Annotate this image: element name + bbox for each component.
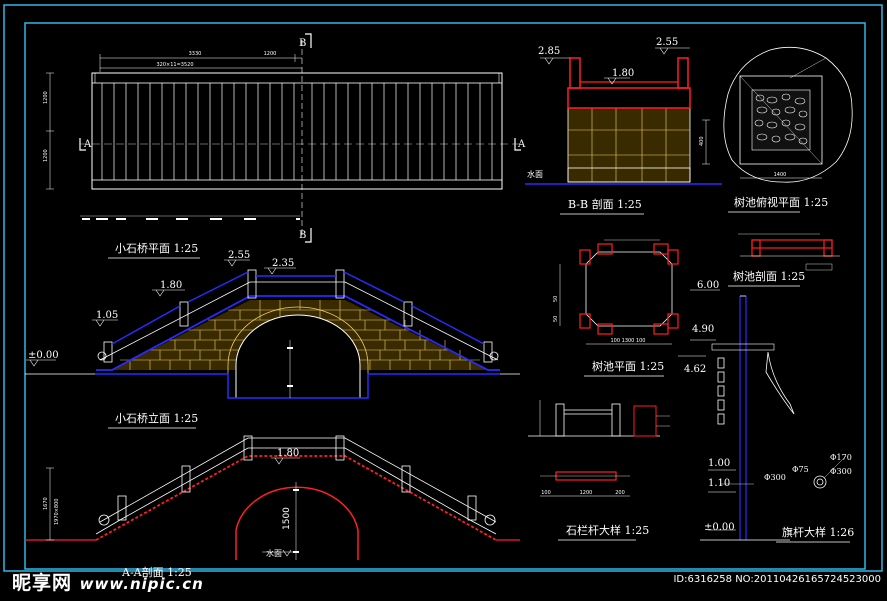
elev-100: 1.00 — [708, 458, 730, 469]
section-mark-a-left: A — [83, 139, 92, 150]
title-elevation: 小石桥立面 1:25 — [115, 411, 198, 425]
watermark-brand-text: 昵享网 — [12, 572, 73, 594]
dim-plan-side-2: 1200 — [43, 149, 49, 162]
stone-railing-detail — [528, 400, 670, 497]
inner-frame — [24, 22, 866, 570]
dim-plan-side-1: 1200 — [43, 91, 49, 104]
dim-aa-side: 1670 — [43, 497, 49, 510]
section-mark-b-bottom: B — [299, 230, 306, 241]
title-pool-plan: 树池平面 1:25 — [592, 359, 664, 373]
label-phi170: Φ170 — [830, 453, 852, 462]
elev-600: 6.00 — [697, 280, 719, 291]
label-phi300: Φ300 — [764, 473, 786, 482]
dim-arch-height: 1500 — [282, 507, 292, 530]
outer-frame — [3, 4, 883, 572]
dim-pool-plan-bottom: 100 1300 100 — [611, 338, 646, 344]
elev-000-a: ±0.00 — [28, 350, 59, 361]
dim-pool-bottom: 1400 — [774, 172, 787, 178]
label-water-bb: 水面 — [527, 169, 543, 179]
title-flagpole: 旗杆大样 1:26 — [782, 525, 854, 539]
section-mark-a-right: A — [517, 139, 526, 150]
bridge-elevation — [25, 259, 520, 399]
label-phi300b: Φ300 — [830, 467, 852, 476]
title-plan: 小石桥平面 1:25 — [115, 242, 198, 255]
elev-490: 4.90 — [692, 324, 714, 335]
elev-255-b: 2.55 — [656, 37, 678, 48]
label-water-aa: 水面 — [266, 548, 282, 558]
title-pool-top: 树池俯视平面 1:25 — [734, 195, 828, 209]
label-phi75: Φ75 — [792, 465, 809, 474]
dim-plan-sub: 320×11=3520 — [156, 62, 193, 68]
elev-180-c: 1.80 — [612, 68, 634, 79]
title-section-aa: A-A剖面 1:25 — [121, 565, 192, 579]
elev-000-b: ±0.00 — [704, 522, 735, 533]
dim-pool-plan-side-1: 50 — [553, 296, 559, 302]
tree-pool-section — [738, 233, 840, 271]
title-pool-section: 树池剖面 1:25 — [733, 269, 805, 283]
elev-285: 2.85 — [538, 46, 560, 57]
elev-180-b: 1.80 — [277, 448, 299, 459]
dim-pool-side: 400 — [699, 136, 705, 146]
elev-110: 1.10 — [708, 478, 730, 489]
bridge-section-bb — [525, 47, 722, 185]
elev-105: 1.05 — [96, 310, 118, 321]
dim-rail-bottom-2: 100 — [541, 490, 551, 496]
elev-255: 2.55 — [228, 250, 250, 261]
title-section-bb: B-B 剖面 1:25 — [568, 197, 642, 211]
elev-180-a: 1.80 — [160, 280, 182, 291]
watermark-brand: 昵享网 www.nipic.cn — [12, 568, 204, 595]
elev-235: 2.35 — [272, 258, 294, 269]
tree-pool-plan — [559, 239, 679, 345]
dim-rail-bottom-1: 1200 — [580, 490, 593, 496]
bridge-section-aa — [25, 435, 520, 560]
tree-pool-top-view — [702, 46, 853, 183]
dim-rail-bottom-3: 200 — [615, 490, 625, 496]
watermark-id: ID:6316258 NO:20110426165724523000 — [673, 574, 881, 585]
title-railing: 石栏杆大样 1:25 — [566, 523, 649, 537]
dim-plan-top-right: 1200 — [264, 51, 277, 57]
elev-462: 4.62 — [684, 364, 706, 375]
bridge-plan — [46, 33, 521, 243]
watermark-url: www.nipic.cn — [79, 575, 204, 593]
flagpole-detail — [678, 289, 847, 541]
dim-pool-plan-side-2: 50 — [553, 316, 559, 322]
section-mark-b-top: B — [299, 38, 306, 49]
dim-plan-top-left: 3330 — [189, 51, 202, 57]
dim-aa-side2: 1970×800 — [54, 499, 60, 525]
